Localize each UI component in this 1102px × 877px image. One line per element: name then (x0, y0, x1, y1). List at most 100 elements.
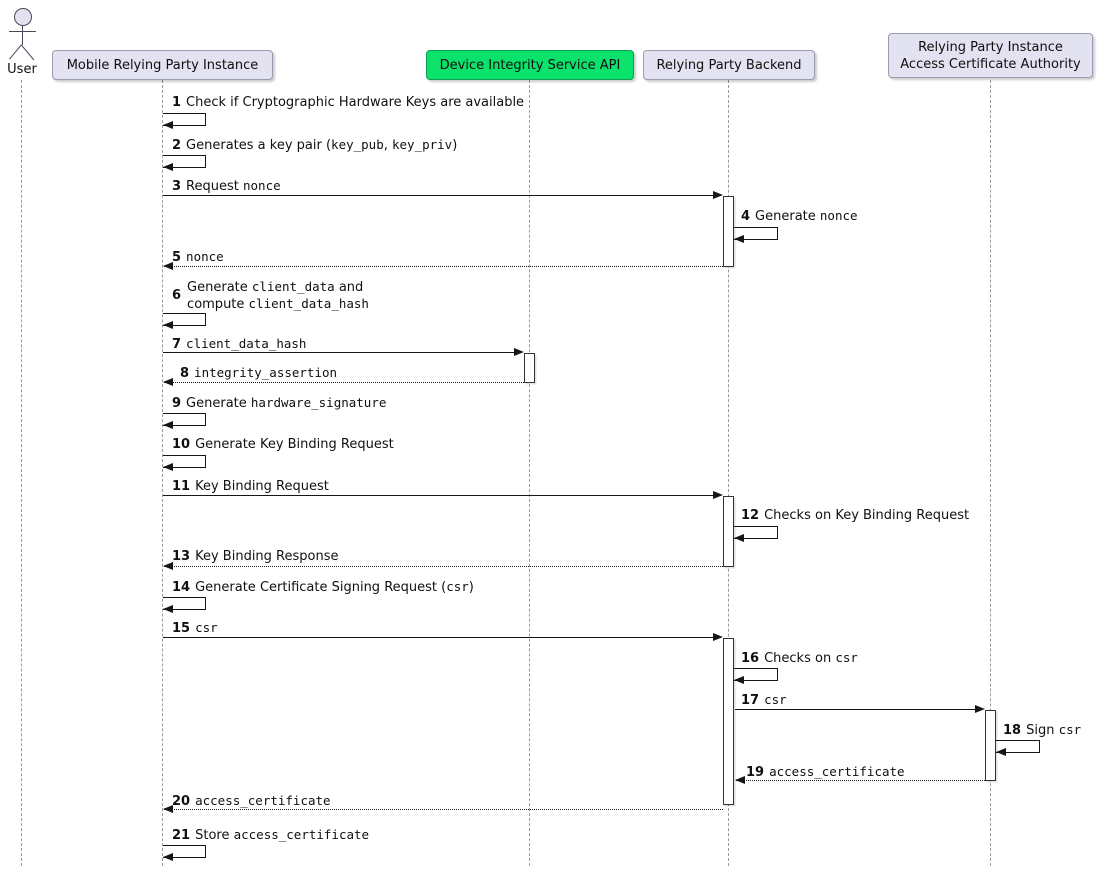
arrowhead-icon (163, 605, 173, 613)
message-number: 9 (172, 396, 182, 411)
message-4-self-arrow (734, 227, 778, 240)
participant-device: Device Integrity Service API (426, 50, 634, 80)
message-text: Check if Cryptographic Hardware Keys are… (186, 95, 525, 110)
message-1-self-arrow (163, 113, 206, 126)
message-16-self-arrow (734, 668, 778, 681)
arrowhead-icon (514, 348, 524, 356)
participant-backend: Relying Party Backend (643, 50, 815, 80)
arrowhead-icon (713, 491, 723, 499)
arrowhead-icon (713, 633, 723, 641)
message-18-self-arrow (996, 740, 1040, 753)
arrowhead-icon (163, 421, 173, 429)
participant-user-label: User (7, 62, 37, 77)
message-9-self-arrow (163, 413, 206, 426)
message-2-self-arrow (163, 155, 206, 168)
participant-ca-label-line2: Access Certificate Authority (900, 56, 1081, 72)
message-10-self-arrow (163, 455, 206, 468)
message-number: 19 (746, 765, 765, 780)
participant-backend-label: Relying Party Backend (656, 57, 802, 73)
message-number: 12 (741, 508, 760, 523)
message-3-arrow (163, 195, 714, 196)
participant-device-label: Device Integrity Service API (439, 57, 621, 73)
activation-backend-nonce (723, 196, 734, 267)
actor-body-icon (22, 25, 23, 45)
arrowhead-icon (734, 676, 744, 684)
message-13-return-arrow (164, 566, 723, 567)
message-number: 20 (172, 794, 191, 809)
lifeline-backend (728, 80, 729, 866)
lifeline-ca (990, 80, 991, 866)
message-number: 15 (172, 621, 191, 636)
message-number: 16 (741, 651, 760, 666)
arrowhead-icon (163, 562, 173, 570)
arrowhead-icon (163, 463, 173, 471)
activation-ca-sign (985, 710, 996, 781)
activation-backend-keybinding (723, 496, 734, 567)
lifeline-user (21, 80, 22, 866)
message-15-arrow (163, 637, 714, 638)
participant-mobile-label: Mobile Relying Party Instance (66, 57, 259, 73)
arrowhead-icon (734, 534, 744, 542)
arrowhead-icon (163, 853, 173, 861)
participant-mobile: Mobile Relying Party Instance (52, 50, 273, 80)
actor-head-icon (14, 8, 32, 26)
arrowhead-icon (163, 378, 173, 386)
arrowhead-icon (735, 776, 745, 784)
message-number: 3 (172, 179, 182, 194)
message-number: 6 (172, 288, 182, 303)
message-number: 1 (172, 95, 182, 110)
lifeline-device (529, 80, 530, 866)
message-number: 17 (741, 693, 760, 708)
message-6-label: 6 Generate client_data and compute clien… (172, 279, 369, 312)
arrowhead-icon (996, 748, 1006, 756)
participant-ca: Relying Party Instance Access Certificat… (888, 33, 1093, 78)
message-number: 21 (172, 828, 191, 843)
message-20-return-arrow (164, 809, 723, 810)
participant-ca-label-line1: Relying Party Instance (918, 39, 1063, 55)
arrowhead-icon (163, 121, 173, 129)
message-14-self-arrow (163, 597, 206, 610)
message-number: 2 (172, 138, 182, 153)
message-19-return-arrow (736, 780, 985, 781)
actor-leg-icon (21, 45, 35, 61)
message-number: 5 (172, 250, 182, 265)
actor-arms-icon (9, 31, 36, 32)
actor-leg-icon (9, 44, 22, 60)
arrowhead-icon (975, 705, 985, 713)
arrowhead-icon (713, 191, 723, 199)
message-number: 13 (172, 549, 191, 564)
arrowhead-icon (163, 262, 173, 270)
message-11-arrow (163, 495, 714, 496)
activation-backend-csr (723, 638, 734, 805)
arrowhead-icon (163, 163, 173, 171)
message-number: 10 (172, 437, 191, 452)
message-number: 14 (172, 580, 191, 595)
message-21-self-arrow (163, 845, 206, 858)
message-8-return-arrow (164, 382, 524, 383)
arrowhead-icon (163, 805, 173, 813)
message-17-arrow (735, 709, 975, 710)
message-12-self-arrow (734, 526, 778, 539)
message-number: 7 (172, 337, 182, 352)
arrowhead-icon (163, 321, 173, 329)
activation-device-integrity (524, 353, 535, 383)
